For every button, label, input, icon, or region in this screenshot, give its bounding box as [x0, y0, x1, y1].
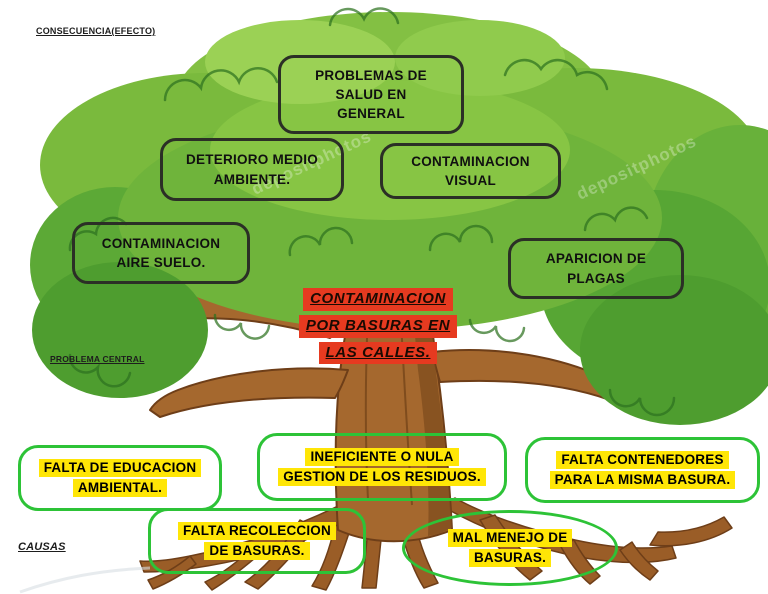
effect-line: GENERAL: [337, 106, 405, 122]
effect-line: SALUD EN: [335, 86, 407, 102]
effect-line: CONTAMINACION: [101, 235, 221, 251]
effect-line: VISUAL: [444, 173, 496, 188]
cause-line: FALTA RECOLECCION: [178, 522, 336, 540]
cause-line: GESTION DE LOS RESIDUOS.: [278, 468, 486, 486]
cause-line: FALTA DE EDUCACION: [38, 459, 202, 477]
central-problem-line: POR BASURAS EN: [298, 314, 458, 338]
cause-line: PARA LA MISMA BASURA.: [549, 471, 736, 489]
cause-line: INEFICIENTE O NULA: [305, 448, 459, 466]
effect-box-deterioro-medio-ambiente: DETERIORO MEDIO AMBIENTE.: [160, 138, 344, 201]
cause-box-contenedores: FALTA CONTENEDORES PARA LA MISMA BASURA.: [525, 437, 760, 503]
effect-line: AIRE SUELO.: [116, 255, 206, 270]
cause-line: DE BASURAS.: [204, 542, 310, 560]
effect-line: CONTAMINACION: [411, 153, 530, 169]
effect-line: DETERIORO MEDIO: [185, 152, 318, 168]
effect-line: PROBLEMAS DE: [315, 67, 427, 83]
central-problem-label: PROBLEMA CENTRAL: [50, 354, 145, 364]
effect-box-aparicion-plagas: APARICION DE PLAGAS: [508, 238, 684, 299]
cause-line: BASURAS.: [468, 549, 552, 567]
central-problem-line: LAS CALLES.: [318, 341, 438, 365]
cause-box-manejo-basuras: MAL MENEJO DE BASURAS.: [402, 510, 618, 586]
effect-line: APARICION DE: [545, 251, 647, 267]
watermark-corner-line: [19, 566, 151, 594]
cause-line: MAL MENEJO DE: [447, 529, 573, 547]
effect-box-contaminacion-aire-suelo: CONTAMINACION AIRE SUELO.: [72, 222, 250, 284]
effect-line: AMBIENTE.: [213, 171, 291, 187]
effect-box-problemas-salud: PROBLEMAS DE SALUD EN GENERAL: [278, 55, 464, 134]
central-problem-box: CONTAMINACION POR BASURAS EN LAS CALLES.: [296, 288, 460, 365]
causes-label: CAUSAS: [18, 541, 66, 553]
consequence-label: CONSECUENCIA(EFECTO): [36, 26, 156, 36]
cause-box-recoleccion: FALTA RECOLECCION DE BASURAS.: [148, 508, 366, 574]
cause-line: FALTA CONTENEDORES: [556, 451, 729, 469]
effect-line: PLAGAS: [567, 270, 625, 286]
central-problem-line: CONTAMINACION: [303, 288, 453, 311]
cause-box-educacion-ambiental: FALTA DE EDUCACION AMBIENTAL.: [18, 445, 222, 511]
cause-box-gestion-residuos: INEFICIENTE O NULA GESTION DE LOS RESIDU…: [257, 433, 507, 501]
cause-line: AMBIENTAL.: [72, 479, 168, 497]
effect-box-contaminacion-visual: CONTAMINACION VISUAL: [380, 143, 561, 199]
